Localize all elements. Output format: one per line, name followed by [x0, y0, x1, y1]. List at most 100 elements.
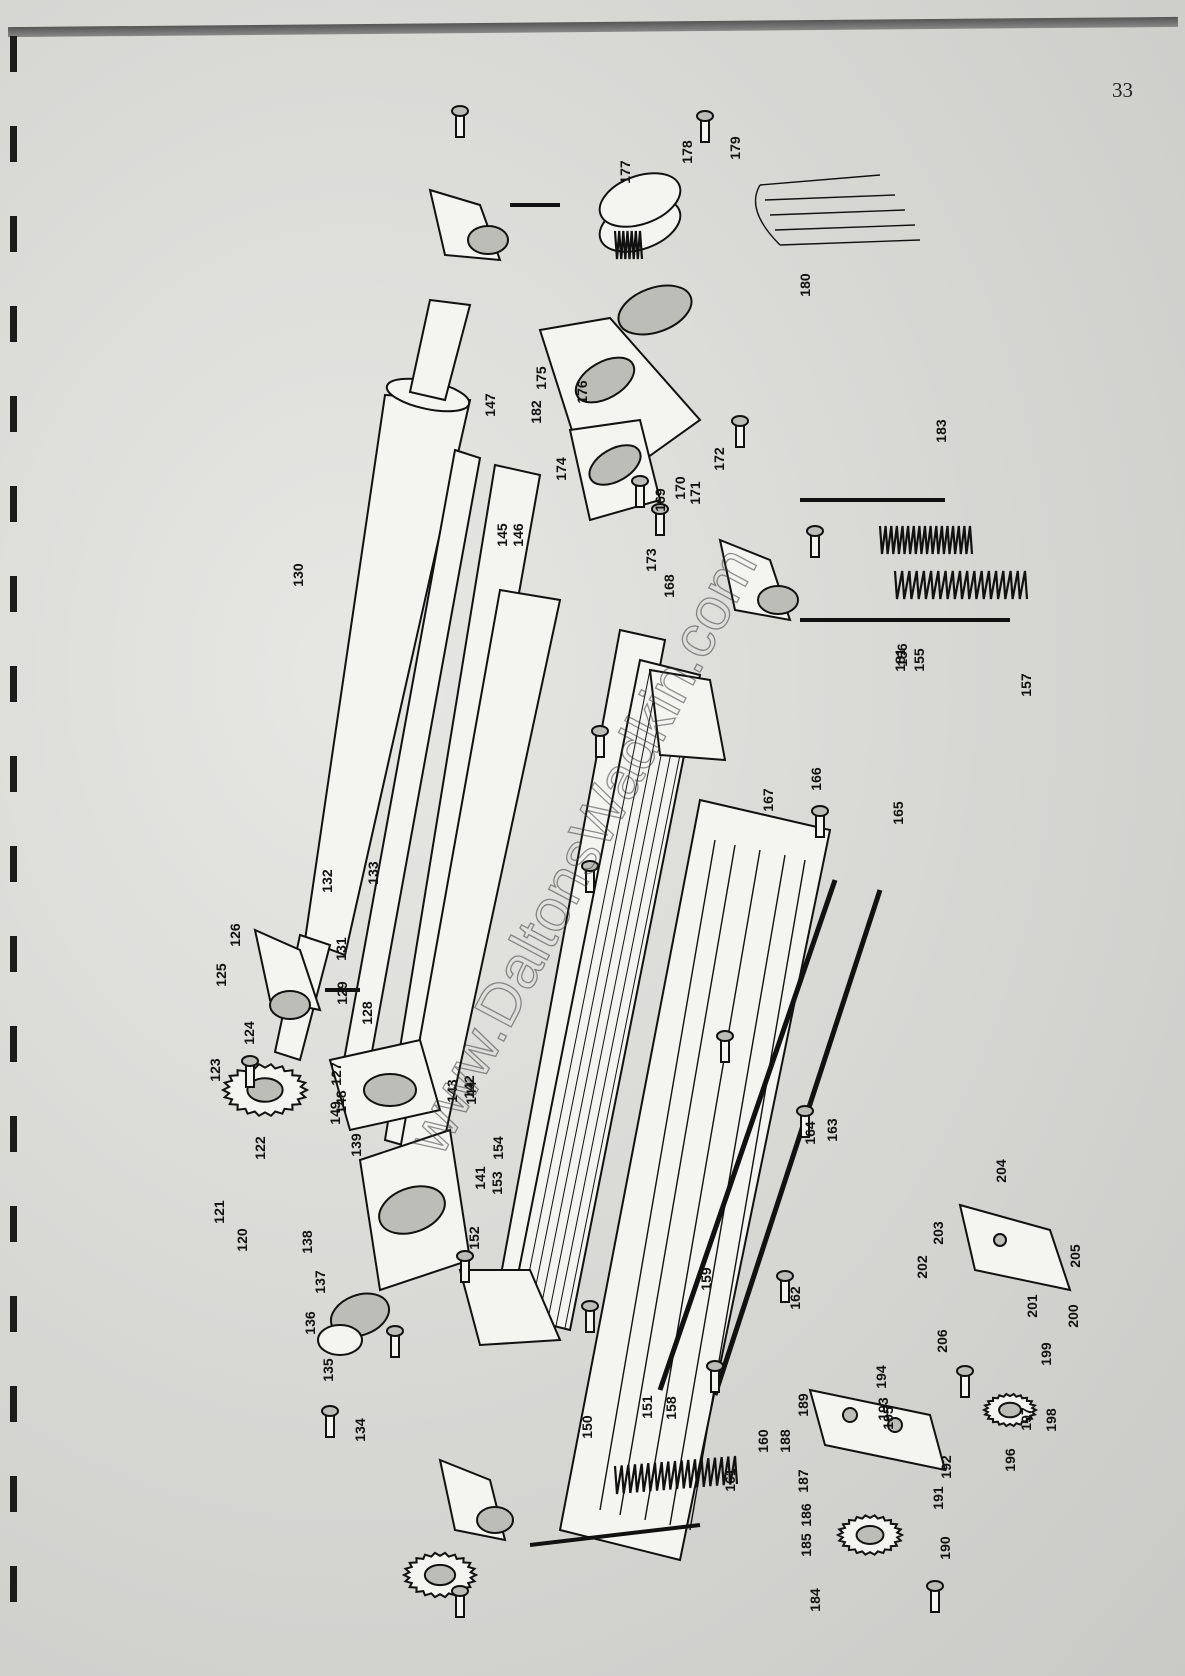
bolts [241, 105, 974, 1618]
callout-170: 170 [672, 476, 688, 500]
callout-130: 130 [290, 563, 306, 587]
roller-tube [273, 298, 472, 1062]
bolt-1 [451, 105, 469, 138]
bolt-19 [456, 1250, 474, 1283]
callout-174: 174 [553, 457, 569, 481]
bolt-21 [631, 475, 649, 508]
bolt-17 [716, 1030, 734, 1063]
callout-195: 195 [880, 1406, 896, 1430]
callout-184: 184 [807, 1588, 823, 1612]
callout-138: 138 [299, 1230, 315, 1254]
callout-182: 182 [528, 400, 544, 424]
bolt-11 [706, 1360, 724, 1393]
callout-128: 128 [359, 1001, 375, 1025]
bolt-15 [591, 725, 609, 758]
callout-133: 133 [365, 861, 381, 885]
callout-196: 196 [1002, 1448, 1018, 1472]
callout-124: 124 [241, 1021, 257, 1045]
callout-139: 139 [348, 1133, 364, 1157]
bolt-9 [926, 1580, 944, 1613]
bolt-2 [696, 110, 714, 143]
callout-205: 205 [1067, 1244, 1083, 1268]
callout-191: 191 [930, 1486, 946, 1510]
callout-123: 123 [207, 1058, 223, 1082]
callout-143: 143 [444, 1079, 460, 1103]
rocker-arms [253, 188, 799, 1542]
sprocket-4 [981, 1392, 1039, 1428]
callout-172: 172 [711, 447, 727, 471]
callout-155: 155 [911, 648, 927, 672]
callout-200: 200 [1065, 1304, 1081, 1328]
callout-175: 175 [533, 366, 549, 390]
callout-169: 169 [652, 488, 668, 512]
callout-148: 148 [333, 1090, 349, 1114]
callout-199: 199 [1038, 1342, 1054, 1366]
callout-157: 157 [1018, 673, 1034, 697]
fluted-roller [508, 658, 702, 1332]
callout-154: 154 [490, 1136, 506, 1160]
bolt-10 [776, 1270, 794, 1303]
callout-168: 168 [661, 574, 677, 598]
bolt-6 [321, 1405, 339, 1438]
drive-brackets [808, 1203, 1072, 1472]
end-brackets [328, 316, 727, 1347]
binding-holes [10, 36, 18, 1656]
channel-frame [558, 798, 832, 1562]
callout-173: 173 [643, 548, 659, 572]
sprocket-3 [835, 1514, 905, 1556]
page-number: 33 [1112, 78, 1133, 102]
callout-129: 129 [334, 981, 350, 1005]
callout-190: 190 [937, 1536, 953, 1560]
callout-145: 145 [494, 523, 510, 547]
callout-198: 198 [1043, 1408, 1059, 1432]
bolt-20 [581, 860, 599, 893]
callout-151: 151 [639, 1395, 655, 1419]
callout-204: 204 [993, 1159, 1009, 1183]
callout-160: 160 [755, 1429, 771, 1453]
callout-194: 194 [873, 1365, 889, 1389]
callout-125: 125 [213, 963, 229, 987]
callout-183: 183 [933, 419, 949, 443]
callout-192: 192 [938, 1455, 954, 1479]
callout-146: 146 [510, 523, 526, 547]
bolt-16 [956, 1365, 974, 1398]
callout-206: 206 [934, 1329, 950, 1353]
callout-137: 137 [312, 1270, 328, 1294]
callout-177: 177 [617, 160, 633, 184]
callout-153: 153 [489, 1171, 505, 1195]
callout-135: 135 [320, 1358, 336, 1382]
callout-126: 126 [227, 923, 243, 947]
callout-152: 152 [466, 1226, 482, 1250]
callout-164: 164 [802, 1121, 818, 1145]
bolt-18 [581, 1300, 599, 1333]
callout-187: 187 [795, 1469, 811, 1493]
callout-163: 163 [824, 1118, 840, 1142]
spring-2 [893, 570, 1029, 600]
bolt-14 [651, 503, 669, 536]
callout-162: 162 [787, 1286, 803, 1310]
callout-166: 166 [808, 767, 824, 791]
callout-127: 127 [328, 1062, 344, 1086]
callout-165: 165 [890, 801, 906, 825]
threaded-studs [325, 203, 1010, 1547]
callout-179: 179 [727, 136, 743, 160]
callout-203: 203 [930, 1221, 946, 1245]
bolt-8 [451, 1585, 469, 1618]
bearings [317, 172, 693, 1356]
callout-158: 158 [663, 1396, 679, 1420]
bolt-13 [811, 805, 829, 838]
callout-122: 122 [252, 1136, 268, 1160]
callout-197: 197 [1018, 1407, 1034, 1431]
tie-rods [657, 879, 883, 1396]
callout-167: 167 [760, 788, 776, 812]
spring-3 [613, 1455, 739, 1495]
callout-131: 131 [333, 937, 349, 961]
key-bars [754, 174, 921, 246]
callout-132: 132 [319, 869, 335, 893]
callout-159: 159 [698, 1267, 714, 1291]
bolt-12 [796, 1105, 814, 1138]
callout-171: 171 [687, 481, 703, 505]
callout-136: 136 [302, 1311, 318, 1335]
